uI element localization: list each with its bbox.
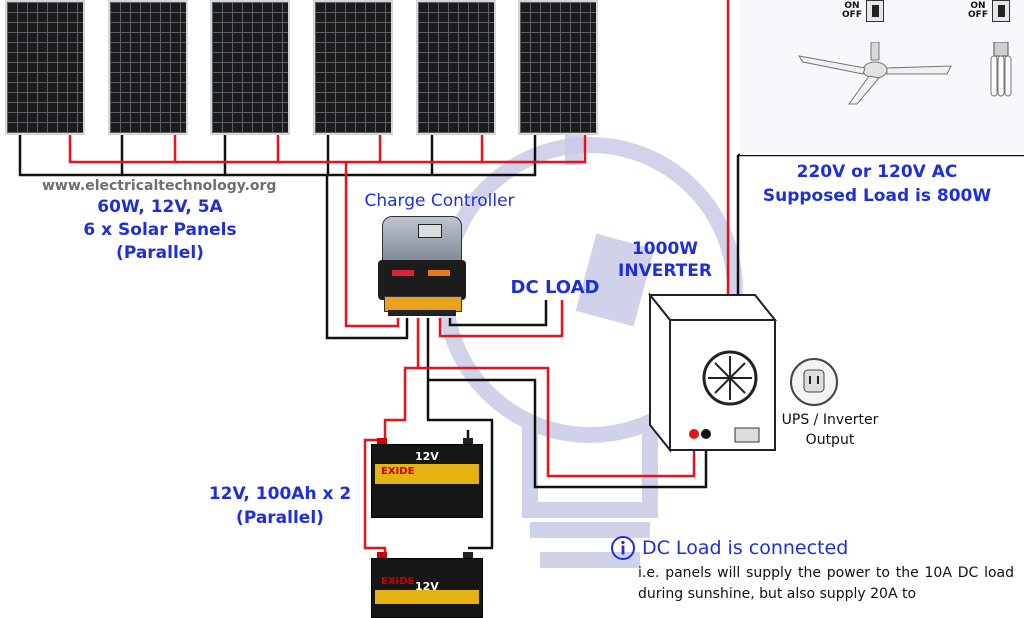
inverter-label: INVERTER <box>618 261 712 281</box>
panel-count: 6 <box>83 220 96 240</box>
controller-to-battery-positive <box>383 318 420 440</box>
ac-voltage-label: 220V or 120V AC <box>796 162 958 182</box>
solar-panel <box>5 0 85 135</box>
ac-load-area <box>740 0 1024 155</box>
panel-count-label: 6 x Solar Panels <box>60 220 260 240</box>
switch-off-label: OFF <box>968 10 988 20</box>
info-icon <box>611 536 635 560</box>
switch-on-label: ON <box>844 1 860 11</box>
battery-to-inverter-positive <box>418 366 696 478</box>
battery-to-inverter-negative <box>428 378 708 489</box>
solar-panel <box>416 0 496 135</box>
socket-icon <box>790 358 838 406</box>
battery-parallel-label: (Parallel) <box>236 508 324 528</box>
solar-panel <box>210 0 290 135</box>
inverter-icon <box>647 292 778 453</box>
note-body: i.e. panels will supply the power to the… <box>638 565 1014 602</box>
controller-to-load-negative <box>448 300 548 327</box>
battery-voltage: 12V <box>415 580 439 593</box>
solar-panel <box>108 0 188 135</box>
dc-load-label: DC LOAD <box>510 277 600 298</box>
panel-parallel-label: (Parallel) <box>116 243 204 263</box>
info-note: DC Load is connected i.e. panels will su… <box>610 535 1014 605</box>
controller-to-load-positive <box>438 300 564 338</box>
switch-on-label: ON <box>970 1 986 11</box>
note-title: DC Load is connected <box>642 537 849 559</box>
battery-parallel-positive <box>363 438 387 556</box>
panel-positive-bus <box>68 135 587 164</box>
panel-spec-label: 60W, 12V, 5A <box>97 197 223 217</box>
ups-output-label: UPS / Inverter <box>781 412 879 428</box>
battery-brand: EXIDE <box>381 576 415 587</box>
battery: EXIDE 12V <box>371 438 483 518</box>
solar-panel <box>313 0 393 135</box>
battery-brand: EXIDE <box>381 466 415 477</box>
ac-load-label: Supposed Load is 800W <box>762 186 992 206</box>
battery-voltage: 12V <box>415 450 439 463</box>
charge-controller-label: Charge Controller <box>364 191 515 211</box>
ups-output-sub-label: Output <box>805 432 855 448</box>
ceiling-fan-icon <box>797 42 952 105</box>
watermark-text: www.electricaltechnology.org <box>42 178 277 194</box>
panel-count-text: x Solar Panels <box>101 220 237 240</box>
battery: EXIDE 12V <box>371 552 483 618</box>
solar-panel <box>518 0 598 135</box>
cfl-lamp-icon <box>990 42 1012 97</box>
controller-to-battery-negative <box>426 318 494 550</box>
panel-to-controller-negative <box>325 175 409 340</box>
switch-off-label: OFF <box>842 10 862 20</box>
battery-spec-label: 12V, 100Ah x 2 <box>208 484 352 504</box>
charge-controller <box>378 216 468 316</box>
inverter-rating-label: 1000W <box>631 239 699 259</box>
panel-to-controller-positive <box>344 162 400 328</box>
panel-negative-bus <box>18 135 537 177</box>
